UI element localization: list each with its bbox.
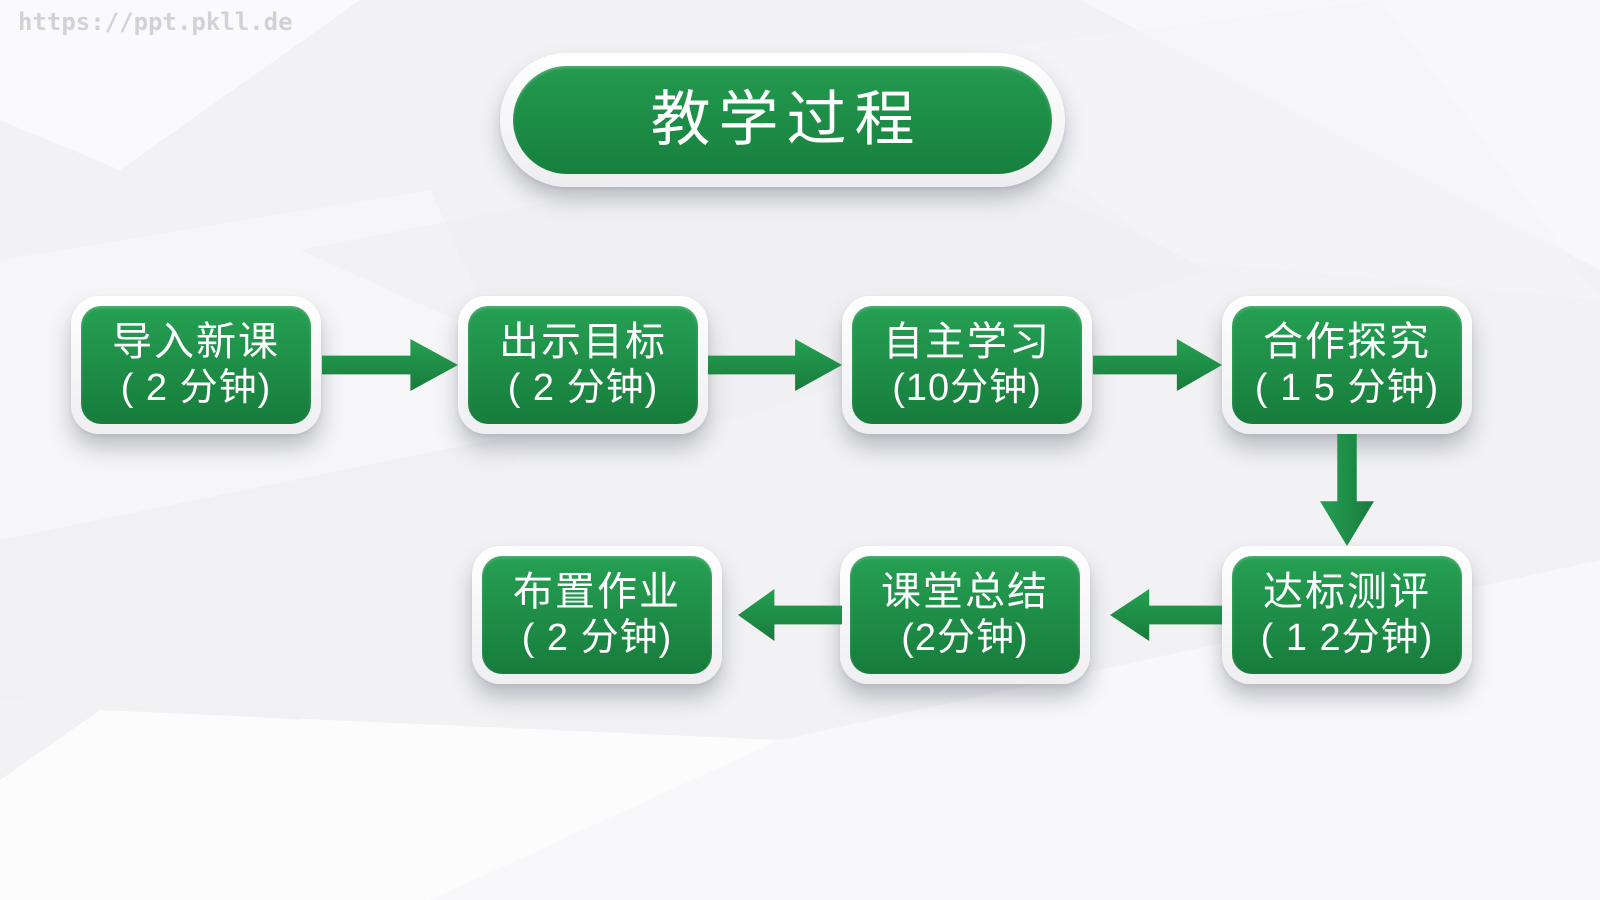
node-duration: ( 1 5 分钟) bbox=[1254, 367, 1440, 410]
flow-node-cooperative-card: 合作探究 ( 1 5 分钟) bbox=[1232, 306, 1462, 424]
page-title: 教学过程 bbox=[650, 86, 923, 153]
flow-node-assessment: 达标测评 ( 1 2分钟) bbox=[1222, 546, 1472, 684]
flow-node-homework-card: 布置作业 ( 2 分钟) bbox=[482, 556, 712, 674]
flow-node-assessment-card: 达标测评 ( 1 2分钟) bbox=[1232, 556, 1462, 674]
flow-node-summary: 课堂总结 (2分钟) bbox=[840, 546, 1090, 684]
node-duration: ( 2 分钟) bbox=[521, 617, 673, 660]
node-duration: (2分钟) bbox=[901, 617, 1029, 660]
watermark-url: https://ppt.pkll.de bbox=[18, 8, 293, 36]
flow-node-intro: 导入新课 ( 2 分钟) bbox=[71, 296, 321, 434]
node-duration: (10分钟) bbox=[892, 367, 1042, 410]
node-duration: ( 2 分钟) bbox=[507, 367, 659, 410]
node-title: 布置作业 bbox=[513, 570, 681, 615]
node-title: 合作探究 bbox=[1263, 320, 1431, 365]
title-banner: 教学过程 bbox=[500, 53, 1065, 187]
node-duration: ( 1 2分钟) bbox=[1260, 617, 1434, 660]
node-title: 出示目标 bbox=[499, 320, 667, 365]
node-title: 课堂总结 bbox=[881, 570, 1049, 615]
flow-node-objectives: 出示目标 ( 2 分钟) bbox=[458, 296, 708, 434]
flow-node-cooperative: 合作探究 ( 1 5 分钟) bbox=[1222, 296, 1472, 434]
node-title: 达标测评 bbox=[1263, 570, 1431, 615]
node-duration: ( 2 分钟) bbox=[120, 367, 272, 410]
flow-node-homework: 布置作业 ( 2 分钟) bbox=[472, 546, 722, 684]
node-title: 导入新课 bbox=[112, 320, 280, 365]
flow-node-self-study-card: 自主学习 (10分钟) bbox=[852, 306, 1082, 424]
node-title: 自主学习 bbox=[883, 320, 1051, 365]
flow-node-objectives-card: 出示目标 ( 2 分钟) bbox=[468, 306, 698, 424]
flow-node-self-study: 自主学习 (10分钟) bbox=[842, 296, 1092, 434]
flow-node-summary-card: 课堂总结 (2分钟) bbox=[850, 556, 1080, 674]
title-banner-inner: 教学过程 bbox=[513, 66, 1052, 174]
flow-node-intro-card: 导入新课 ( 2 分钟) bbox=[81, 306, 311, 424]
